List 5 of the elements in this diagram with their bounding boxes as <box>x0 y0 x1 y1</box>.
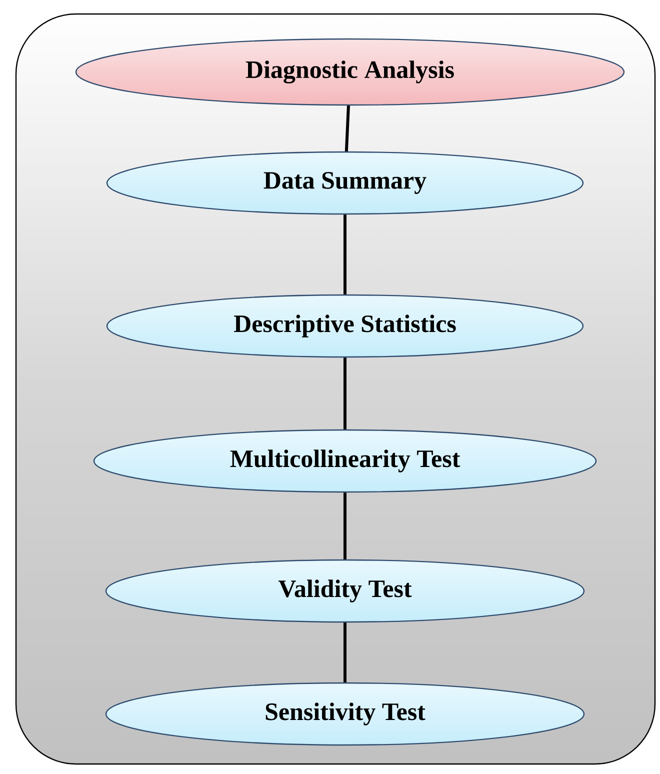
connector-line <box>344 214 346 294</box>
connector-line <box>344 358 346 430</box>
connector-line <box>344 622 346 682</box>
connector-line <box>344 106 350 152</box>
connector-line <box>344 492 346 560</box>
